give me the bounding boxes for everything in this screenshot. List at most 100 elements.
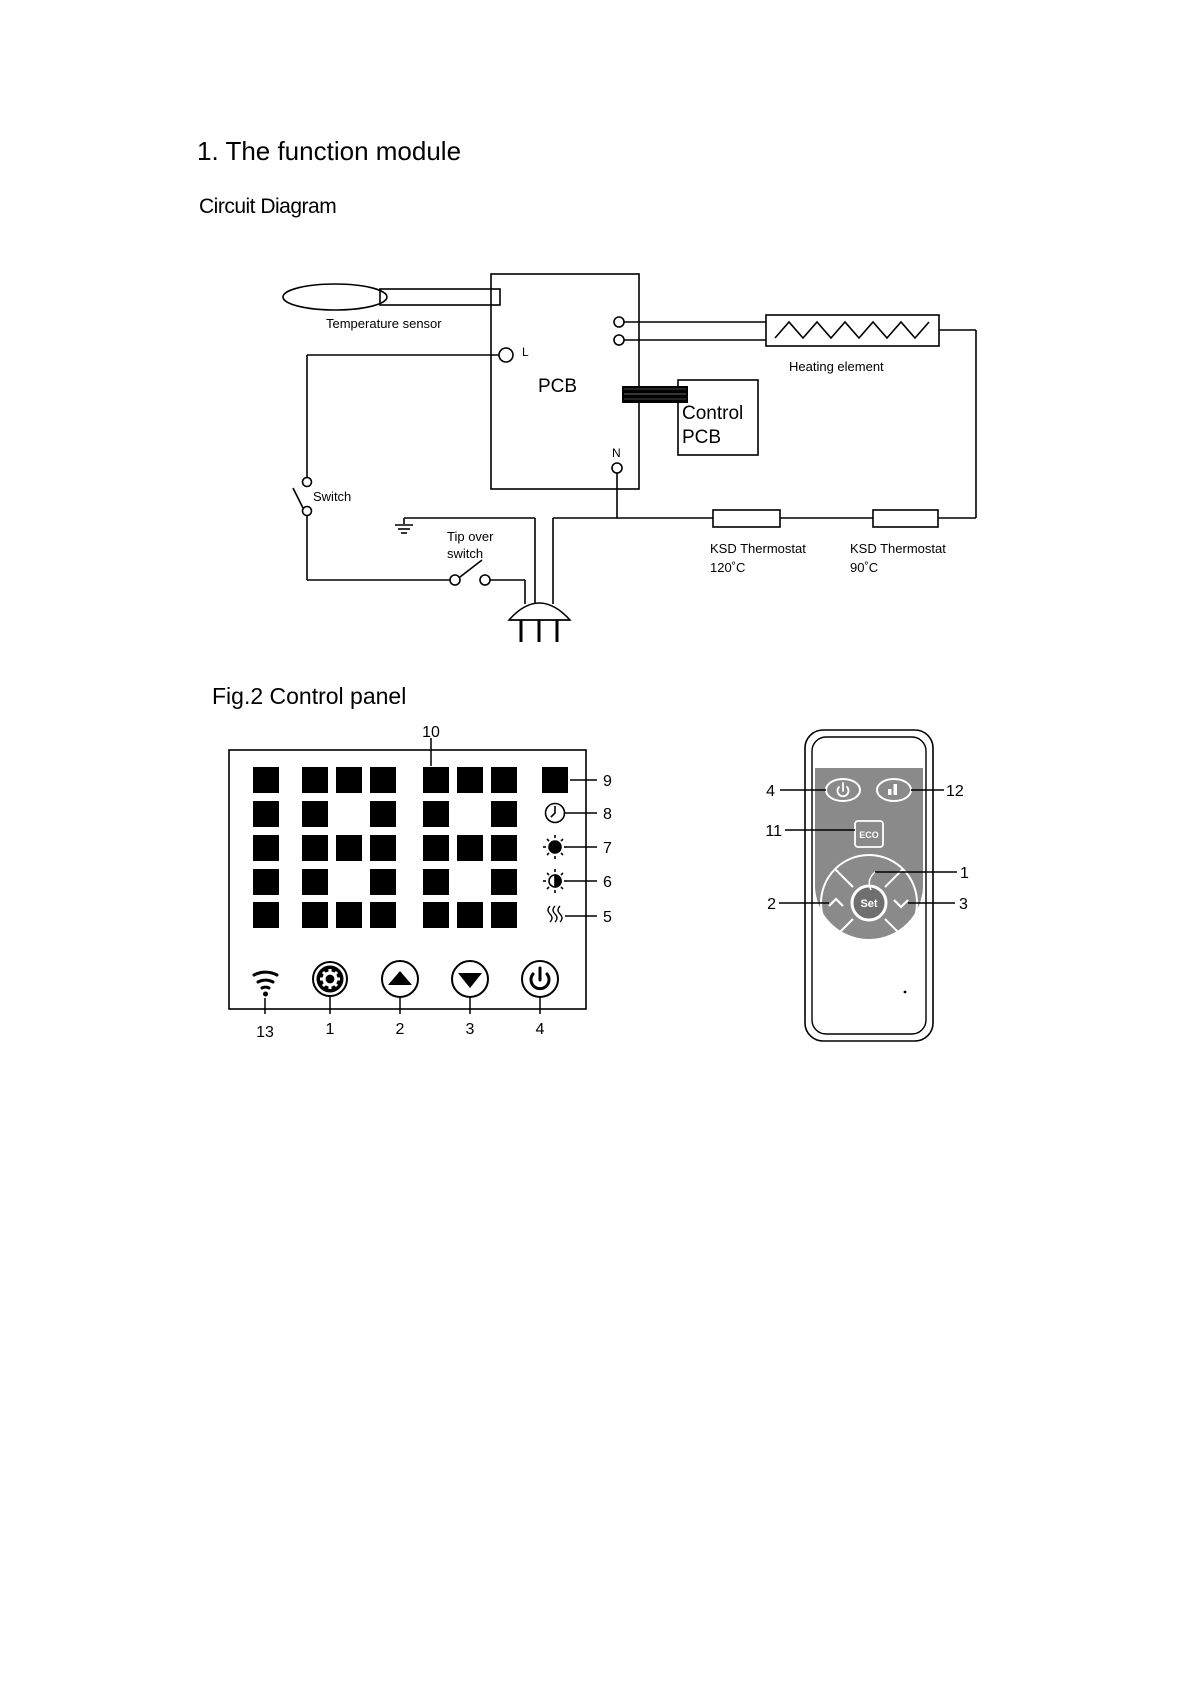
segment-display bbox=[253, 767, 568, 928]
display-segment bbox=[253, 902, 279, 928]
remote-indicator-dot bbox=[904, 991, 907, 994]
down-arrow-icon bbox=[458, 973, 482, 988]
display-segment bbox=[423, 835, 449, 861]
heating-terminal-1 bbox=[614, 317, 624, 327]
thermostat-120 bbox=[713, 510, 780, 527]
display-segment bbox=[370, 767, 396, 793]
down-button[interactable] bbox=[452, 961, 488, 997]
remote-control: ECO Set 4 bbox=[765, 730, 969, 1041]
display-segment bbox=[491, 835, 517, 861]
remote-callout-4: 4 bbox=[766, 783, 775, 800]
display-segment bbox=[423, 869, 449, 895]
display-segment bbox=[370, 869, 396, 895]
display-segment bbox=[423, 767, 449, 793]
callout-8: 8 bbox=[603, 806, 612, 823]
terminal-l bbox=[499, 348, 513, 362]
thermostat-90-label-line1: KSD Thermostat bbox=[850, 541, 946, 556]
tip-over-contact-left bbox=[450, 575, 460, 585]
temperature-sensor-tube bbox=[380, 289, 500, 305]
temperature-sensor-bulb bbox=[283, 284, 387, 310]
thermostat-90 bbox=[873, 510, 938, 527]
display-segment bbox=[253, 801, 279, 827]
remote-callout-11: 11 bbox=[765, 823, 782, 840]
callout-2: 2 bbox=[396, 1021, 405, 1038]
callout-13: 13 bbox=[256, 1024, 274, 1041]
callout-6: 6 bbox=[603, 874, 612, 891]
remote-callout-2: 2 bbox=[767, 896, 776, 913]
terminal-l-label: L bbox=[522, 345, 529, 359]
display-segment bbox=[302, 767, 328, 793]
display-segment bbox=[423, 801, 449, 827]
control-panel: 10 9 8 7 6 5 13 1 2 3 4 bbox=[229, 724, 612, 1041]
display-segment bbox=[491, 869, 517, 895]
heat-waves-icon bbox=[548, 906, 562, 922]
callout-7: 7 bbox=[603, 840, 612, 857]
remote-callout-1: 1 bbox=[960, 865, 969, 882]
temperature-sensor-label: Temperature sensor bbox=[326, 316, 442, 331]
display-segment bbox=[302, 869, 328, 895]
display-segment bbox=[253, 767, 279, 793]
settings-button[interactable] bbox=[313, 962, 347, 996]
display-segment bbox=[370, 902, 396, 928]
callout-3: 3 bbox=[466, 1021, 475, 1038]
display-segment bbox=[336, 767, 362, 793]
control-pcb-label-line2: PCB bbox=[682, 427, 721, 448]
terminal-n-label: N bbox=[612, 446, 621, 460]
display-segment bbox=[457, 902, 483, 928]
up-button[interactable] bbox=[382, 961, 418, 997]
display-segment bbox=[457, 767, 483, 793]
remote-callout-3: 3 bbox=[959, 896, 968, 913]
heating-element-coil bbox=[775, 322, 929, 338]
heating-terminal-2 bbox=[614, 335, 624, 345]
switch-contact-bottom bbox=[303, 507, 312, 516]
display-segment bbox=[253, 835, 279, 861]
display-segment bbox=[336, 902, 362, 928]
display-segment bbox=[370, 801, 396, 827]
callout-10: 10 bbox=[422, 724, 440, 741]
tip-over-lever bbox=[460, 560, 482, 577]
terminal-n bbox=[612, 463, 622, 473]
plug-body bbox=[509, 603, 570, 620]
remote-set-button[interactable]: Set bbox=[852, 886, 886, 920]
thermostat-120-label-line2: 120˚C bbox=[710, 560, 745, 575]
thermostat-120-label-line1: KSD Thermostat bbox=[710, 541, 806, 556]
up-arrow-icon bbox=[388, 971, 412, 985]
heating-element-label: Heating element bbox=[789, 359, 884, 374]
switch-contact-top bbox=[303, 478, 312, 487]
thermostat-90-label-line2: 90˚C bbox=[850, 560, 878, 575]
display-segment bbox=[457, 835, 483, 861]
set-label: Set bbox=[860, 898, 877, 910]
clock-hands bbox=[551, 806, 555, 817]
control-pcb-label-line1: Control bbox=[682, 403, 743, 424]
display-segment bbox=[423, 902, 449, 928]
callout-1: 1 bbox=[326, 1021, 335, 1038]
display-segment bbox=[491, 767, 517, 793]
switch-label: Switch bbox=[313, 489, 351, 504]
eco-label: ECO bbox=[859, 830, 879, 840]
callout-5: 5 bbox=[603, 909, 612, 926]
display-segment bbox=[491, 801, 517, 827]
remote-callout-12: 12 bbox=[946, 783, 964, 800]
power-button[interactable] bbox=[522, 961, 558, 997]
wifi-icon[interactable] bbox=[254, 972, 277, 996]
display-segment bbox=[302, 902, 328, 928]
power-icon bbox=[531, 968, 549, 989]
display-segment bbox=[302, 835, 328, 861]
display-segment bbox=[370, 835, 396, 861]
display-segment bbox=[302, 801, 328, 827]
tip-over-label-line1: Tip over bbox=[447, 529, 494, 544]
switch-lever bbox=[293, 488, 303, 508]
pcb-connector bbox=[622, 386, 688, 403]
callout-9: 9 bbox=[603, 773, 612, 790]
callout-4: 4 bbox=[536, 1021, 545, 1038]
tip-over-contact-right bbox=[480, 575, 490, 585]
sun-icon bbox=[543, 835, 567, 859]
display-segment bbox=[253, 869, 279, 895]
tip-over-label-line2: switch bbox=[447, 546, 483, 561]
indicator-block bbox=[542, 767, 568, 793]
display-segment bbox=[491, 902, 517, 928]
control-panel-frame bbox=[229, 750, 586, 1009]
half-sun-icon bbox=[543, 869, 567, 893]
pcb-label: PCB bbox=[538, 376, 577, 397]
